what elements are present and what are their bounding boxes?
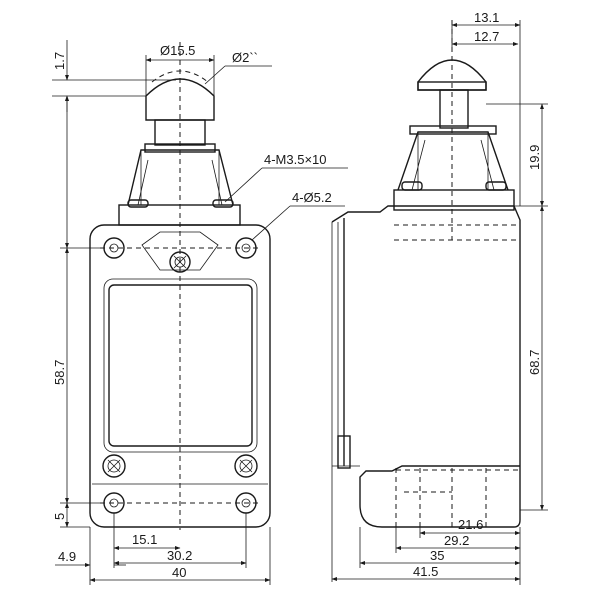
label-screw-spec: 4-M3.5×10 [264, 152, 327, 167]
dim-side-35: 35 [430, 548, 444, 563]
front-head-screw-left [127, 199, 149, 208]
dim-body-height: 58.7 [52, 360, 67, 385]
side-plunger-stem [439, 89, 469, 129]
dim-side-12-7: 12.7 [474, 29, 499, 44]
dim-left-margin: 4.9 [58, 549, 76, 564]
side-head-housing [397, 131, 509, 191]
dim-side-13-1: 13.1 [474, 10, 499, 25]
dim-top-offset: 1.7 [52, 52, 67, 70]
dim-side-total-width: 41.5 [413, 564, 438, 579]
dim-side-21-6: 21.6 [458, 517, 483, 532]
front-view [89, 42, 271, 530]
dim-side-29-2: 29.2 [444, 533, 469, 548]
front-dimensions: Ø15.5 Ø2`` 1.7 58.7 5 15.1 30.2 [52, 40, 348, 585]
dim-roller-diameter: Ø2`` [232, 50, 258, 65]
dim-total-width: 40 [172, 565, 186, 580]
dim-bottom-offset: 5 [52, 513, 67, 520]
dim-hole-x: 15.1 [132, 532, 157, 547]
side-dimensions: 13.1 12.7 19.9 68.7 21.6 29.2 35 41.5 [331, 10, 548, 585]
dim-head-height: 19.9 [527, 145, 542, 170]
side-body-outline [331, 205, 521, 528]
label-hole-spec: 4-Ø5.2 [292, 190, 332, 205]
dim-plunger-diameter: Ø15.5 [160, 43, 195, 58]
cover-screw-right [234, 454, 258, 478]
front-head-screw-right [212, 199, 234, 208]
dim-side-body-height: 68.7 [527, 350, 542, 375]
cover-screw-left [102, 454, 126, 478]
side-view [331, 20, 521, 582]
dim-hole-spacing: 30.2 [167, 548, 192, 563]
front-cam [141, 231, 219, 271]
